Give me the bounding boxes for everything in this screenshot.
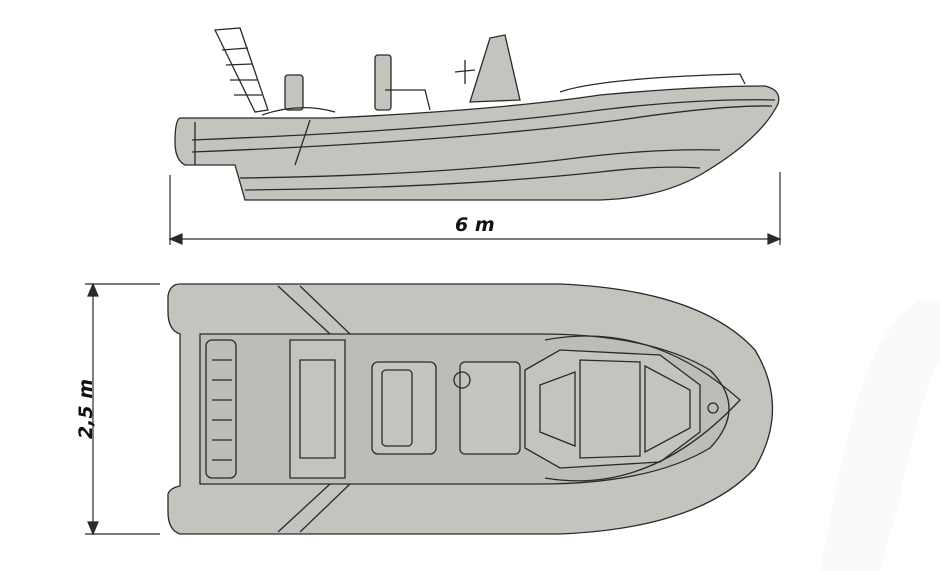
top-view <box>167 283 774 535</box>
width-dimension <box>85 282 160 536</box>
bow-rail <box>559 73 746 93</box>
a-frame <box>213 27 269 113</box>
hull <box>174 85 780 201</box>
rear-bench <box>289 339 346 479</box>
background-shape <box>820 300 940 571</box>
rear-seat <box>284 74 304 111</box>
console <box>469 34 521 103</box>
jockey-seat <box>374 54 392 111</box>
a-frame-top <box>205 339 237 479</box>
jockey-seat-top <box>371 361 437 455</box>
bow-seating <box>524 349 701 469</box>
console-top <box>459 361 521 455</box>
steering-wheel <box>453 371 471 389</box>
width-label: 2,5 m <box>75 378 98 440</box>
length-label: 6 m <box>455 214 495 236</box>
side-view <box>174 27 780 201</box>
length-dimension <box>168 172 782 245</box>
bow-rail-top <box>544 335 741 482</box>
